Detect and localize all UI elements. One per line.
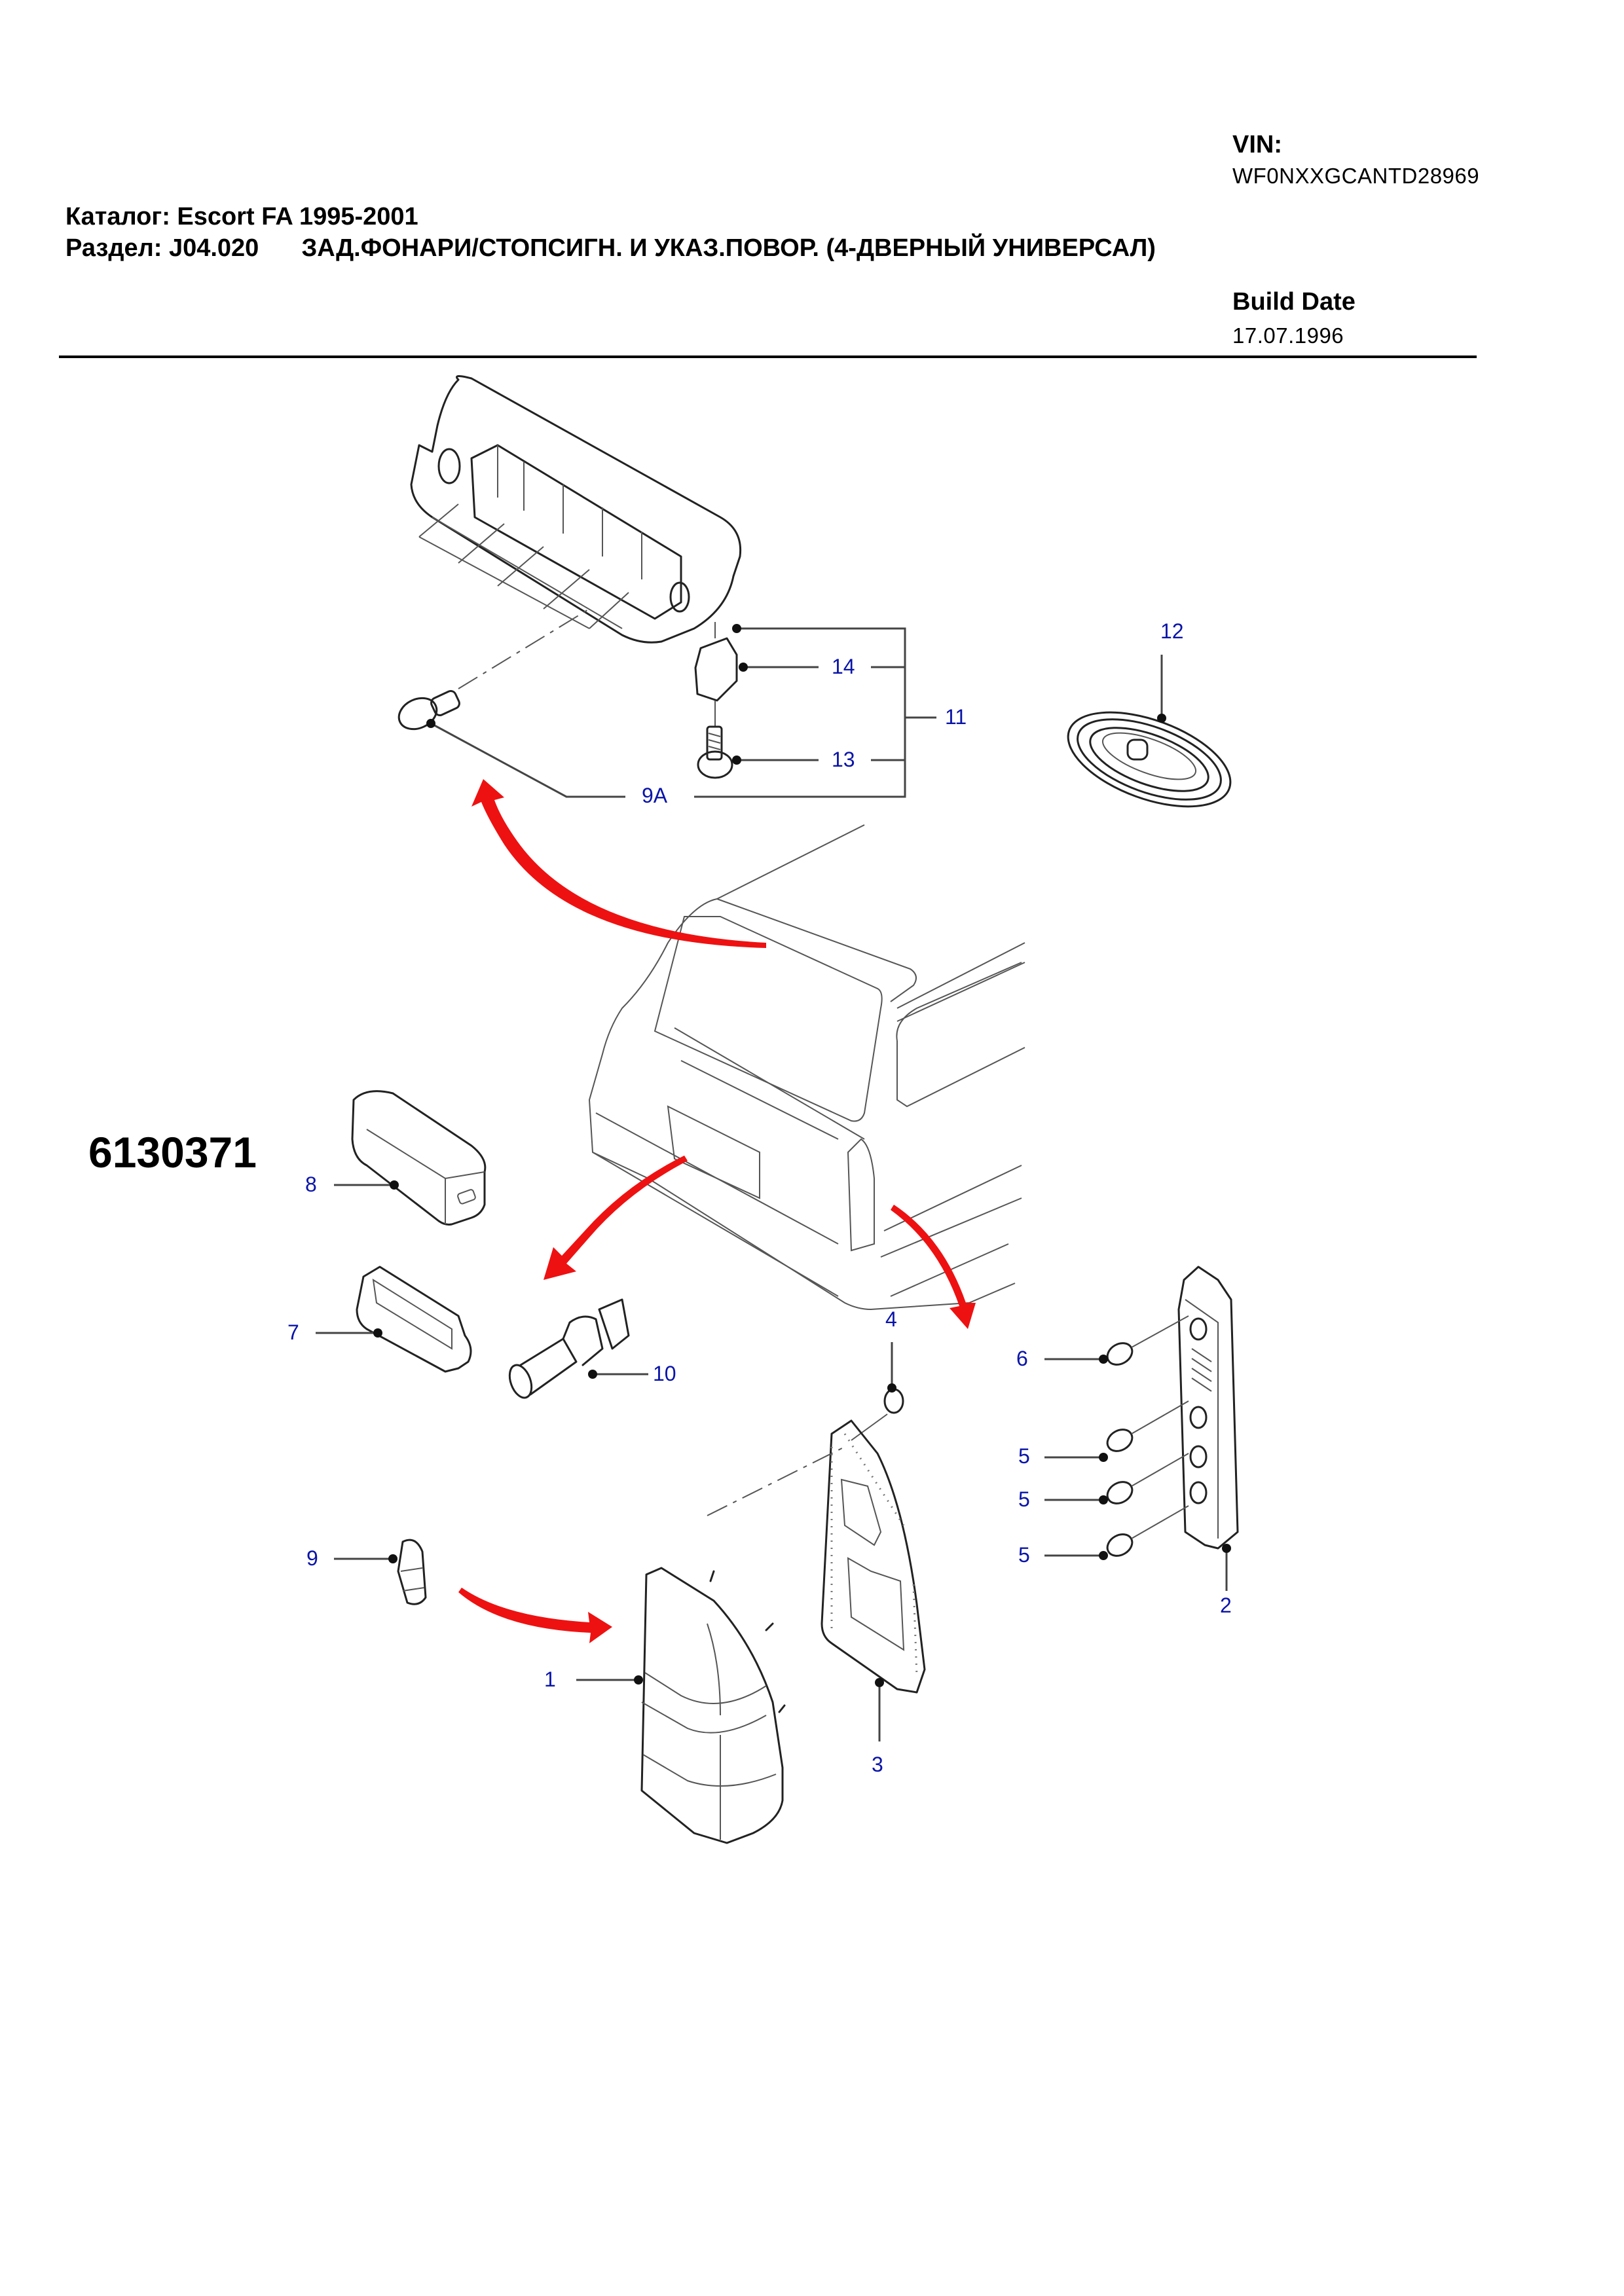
vin-label: VIN: (1232, 131, 1282, 158)
header-divider (59, 355, 1477, 358)
callout-8[interactable]: 8 (305, 1173, 317, 1196)
bulb-holder-10 (508, 1298, 648, 1399)
callout-1[interactable]: 1 (544, 1667, 556, 1691)
arrow-to-bulb-carrier (891, 1205, 976, 1329)
section-line: Раздел: J04.020 ЗАД.ФОНАРИ/СТОПСИГН. И У… (65, 234, 1156, 263)
car-rear-view (588, 824, 1025, 1311)
callout-10[interactable]: 10 (653, 1362, 676, 1385)
screw-13 (697, 725, 733, 779)
grommet-12 (1067, 655, 1232, 808)
callout-11[interactable]: 11 (945, 705, 967, 729)
callout-9a[interactable]: 9A (642, 784, 668, 807)
rear-lamp-lens-1 (576, 1567, 786, 1844)
section-code: Раздел: J04.020 (65, 234, 259, 262)
bulb-6 (1044, 1315, 1189, 1366)
bulb-5b (1044, 1453, 1189, 1504)
clip-14 (694, 622, 738, 727)
callout-5-c[interactable]: 5 (1018, 1543, 1030, 1567)
bulb-5c (1044, 1505, 1189, 1560)
arrow-to-rear-lamp (458, 1588, 612, 1643)
top-group-leaders (426, 624, 936, 798)
callout-12[interactable]: 12 (1160, 619, 1184, 643)
bulb-9a (397, 608, 590, 731)
build-date-value: 17.07.1996 (1232, 323, 1344, 348)
build-date-label: Build Date (1232, 288, 1356, 316)
callout-5-a[interactable]: 5 (1018, 1444, 1030, 1468)
arrow-to-high-mount-lamp (471, 779, 766, 948)
callout-5-b[interactable]: 5 (1018, 1487, 1030, 1511)
callout-9[interactable]: 9 (306, 1546, 318, 1570)
nut-4 (851, 1342, 904, 1441)
red-arrows (458, 779, 976, 1643)
arrow-to-plate-lamp (544, 1156, 688, 1280)
gasket-3 (707, 1419, 926, 1741)
bulb-5a (1044, 1400, 1189, 1462)
catalog-line: Каталог: Escort FA 1995-2001 (65, 203, 418, 230)
wedge-bulbs (1044, 1315, 1189, 1560)
section-title: ЗАД.ФОНАРИ/СТОПСИГН. И УКАЗ.ПОВОР. (4-ДВ… (301, 234, 1156, 262)
callout-3[interactable]: 3 (872, 1753, 883, 1776)
illustration-number: 6130371 (88, 1128, 257, 1176)
callout-6[interactable]: 6 (1016, 1347, 1028, 1370)
licence-lamp-8 (334, 1090, 487, 1226)
bulb-carrier-2 (1177, 1266, 1239, 1591)
callout-4[interactable]: 4 (885, 1307, 897, 1331)
lamp-housing-7 (316, 1266, 472, 1373)
callout-2[interactable]: 2 (1220, 1594, 1232, 1617)
callout-14[interactable]: 14 (832, 655, 855, 678)
vin-value: WF0NXXGCANTD28969 (1232, 164, 1480, 188)
bulb-9 (334, 1539, 427, 1605)
high-mount-stop-lamp-housing (410, 375, 742, 644)
callout-7[interactable]: 7 (287, 1321, 299, 1344)
callout-13[interactable]: 13 (832, 748, 855, 771)
